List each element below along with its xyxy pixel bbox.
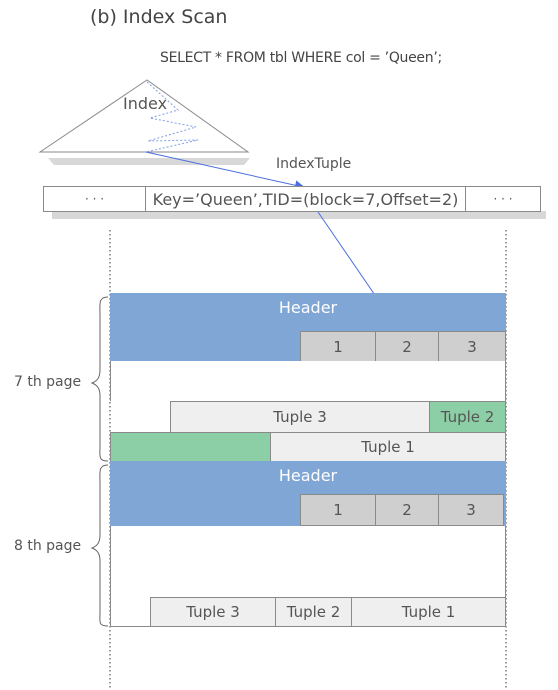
page-7-pointer-3: 3: [438, 331, 506, 362]
page-7-pointer-1: 1: [300, 331, 376, 362]
index-row-shadow: [52, 211, 546, 219]
arrow-index-to-tuple: [145, 151, 305, 191]
page-8-tuple-gap: [110, 597, 151, 627]
page-8-pointer-1: 1: [300, 494, 376, 526]
page-7-header-label: Header: [278, 298, 338, 317]
page-7-tuple-1: Tuple 1: [270, 432, 506, 462]
page-8-header-label: Header: [278, 466, 338, 485]
index-search-path: [145, 81, 199, 153]
index-tuple-label: IndexTuple: [276, 156, 352, 172]
index-triangle: [38, 79, 250, 153]
page-8-pointer-2: 2: [375, 494, 439, 526]
page-7-label: 7 th page: [14, 374, 82, 390]
brace-page-7: [90, 296, 109, 462]
index-row-right-dots: · · ·: [465, 186, 541, 212]
page-8-pointer-3: 3: [438, 494, 504, 526]
sql-query: SELECT * FROM tbl WHERE col = ’Queen’;: [160, 50, 442, 66]
page-7-tuple-3: Tuple 3: [170, 401, 430, 433]
index-tuple-entry: Key=’Queen’,TID=(block=7,Offset=2): [145, 186, 466, 212]
page-7-pointer-2: 2: [375, 331, 439, 362]
brace-page-8: [90, 464, 109, 627]
diagram-title: (b) Index Scan: [90, 6, 228, 28]
index-row-left-dots: · · ·: [43, 186, 146, 212]
page-7-tuple-2: Tuple 2: [429, 401, 506, 433]
page-8-free-space: [110, 526, 506, 598]
index-label: Index: [123, 94, 168, 113]
page-8-tuple-3: Tuple 3: [150, 597, 276, 627]
page-7-tuple-1-prefix: [110, 432, 271, 462]
index-shadow: [48, 158, 250, 165]
page-7-free-space: [110, 361, 506, 401]
page-8-tuple-1: Tuple 1: [351, 597, 506, 627]
page-8-label: 8 th page: [14, 538, 82, 554]
page-8-tuple-2: Tuple 2: [275, 597, 352, 627]
